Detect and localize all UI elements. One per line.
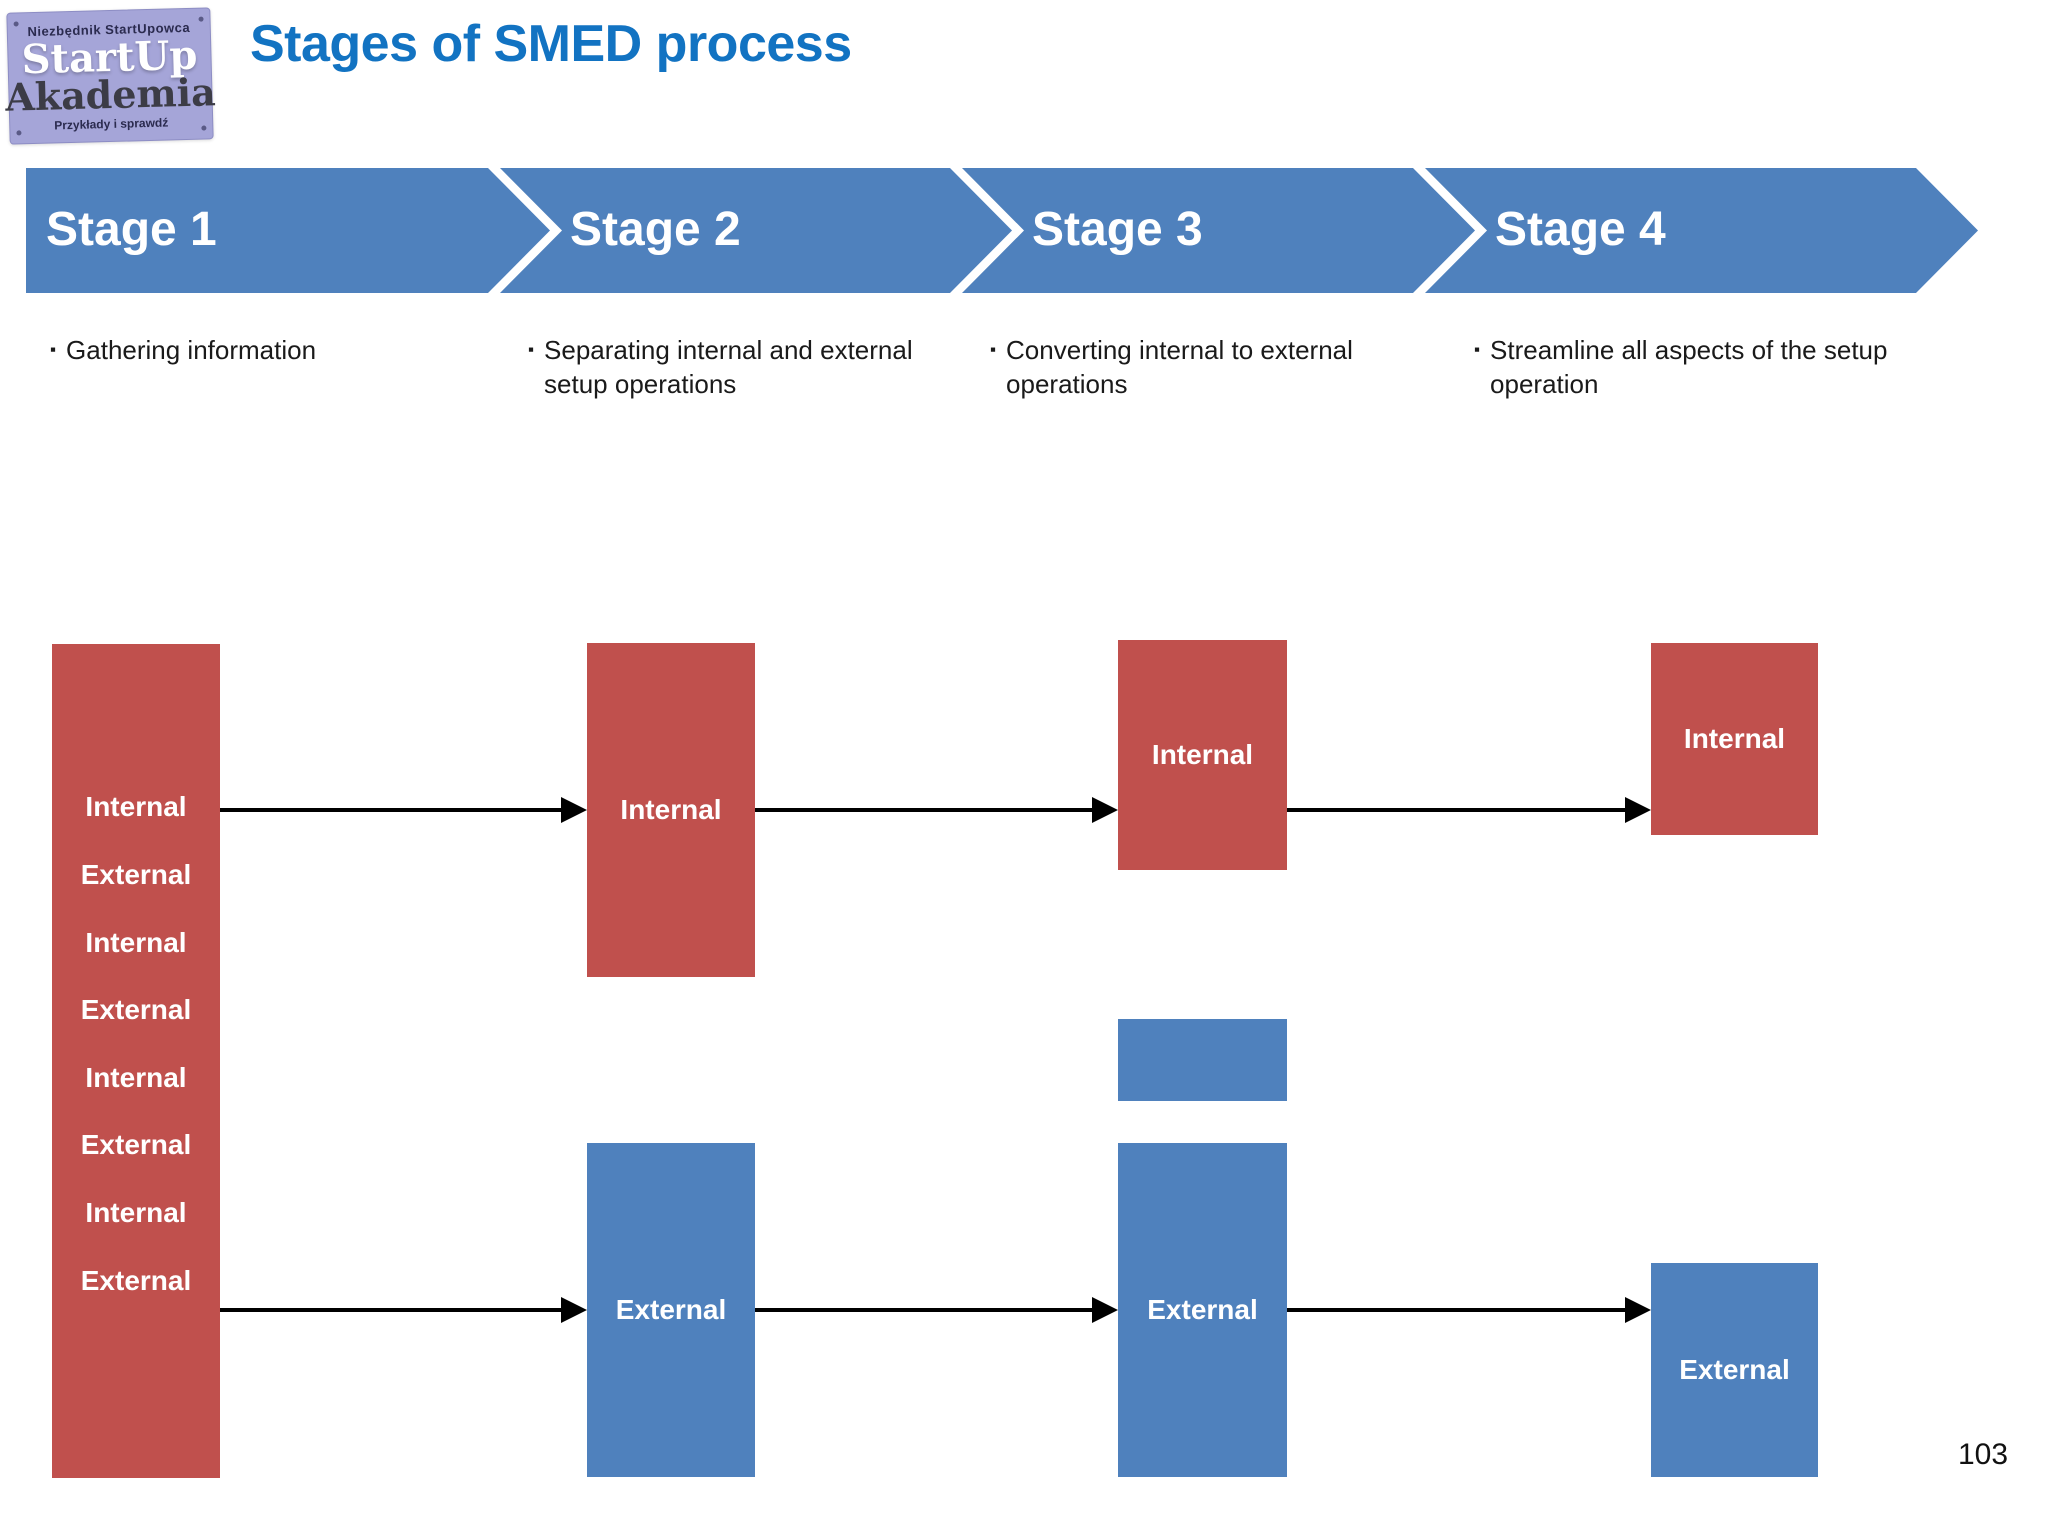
stage4-chevron-shape bbox=[1425, 168, 1978, 293]
flow-arrow-internal-1to2 bbox=[220, 808, 561, 812]
stage3-converted-block bbox=[1118, 1019, 1287, 1101]
bullet-square-icon: ▪ bbox=[1474, 340, 1481, 359]
stage-4-label: Stage 4 bbox=[1495, 203, 1666, 256]
bullet-square-icon: ▪ bbox=[990, 340, 997, 359]
stage-4-bullet: ▪ Streamline all aspects of the setup op… bbox=[1474, 335, 1888, 399]
bullet-square-icon: ▪ bbox=[50, 340, 57, 359]
stack-label-internal: Internal bbox=[85, 791, 187, 822]
stage-2-label: Stage 2 bbox=[570, 203, 741, 256]
stage2-chevron-shape bbox=[500, 168, 1012, 293]
startup-akademia-logo: Niezbędnik StartUpowca StartUp Akademia … bbox=[4, 7, 217, 145]
stage2-internal-block: Internal bbox=[587, 643, 755, 977]
stage3-internal-block: Internal bbox=[1118, 640, 1287, 870]
stack-label-internal: Internal bbox=[85, 1062, 187, 1093]
stage-3-label: Stage 3 bbox=[1032, 203, 1203, 256]
stage-1-label: Stage 1 bbox=[46, 203, 217, 256]
flow-arrow-external-1to2 bbox=[220, 1308, 561, 1312]
stage2-external-block: External bbox=[587, 1143, 755, 1477]
stack-label-external: External bbox=[80, 859, 192, 890]
stage-banner bbox=[26, 168, 1978, 293]
page-title: Stages of SMED process bbox=[250, 15, 852, 73]
stage4-internal-block: Internal bbox=[1651, 643, 1818, 835]
logo-name-akademia: Akademia bbox=[4, 68, 217, 120]
bullet-square-icon: ▪ bbox=[528, 340, 535, 359]
stage1-mixed-operations-block: Internal External Internal External Inte… bbox=[52, 644, 220, 1478]
logo-corner-mark bbox=[13, 21, 19, 27]
flow-arrow-internal-2to3 bbox=[755, 808, 1092, 812]
flow-arrow-external-2to3 bbox=[755, 1308, 1092, 1312]
stage4-external-block: External bbox=[1651, 1263, 1818, 1477]
stack-label-external: External bbox=[80, 1129, 192, 1160]
flow-arrow-internal-3to4 bbox=[1287, 808, 1625, 812]
logo-tagline-bottom: Przykłady i sprawdź bbox=[54, 114, 169, 132]
flow-arrow-external-3to4 bbox=[1287, 1308, 1625, 1312]
stack-label-internal: Internal bbox=[85, 927, 187, 958]
stage3-external-block: External bbox=[1118, 1143, 1287, 1477]
page-number: 103 bbox=[1958, 1438, 2009, 1471]
logo-corner-mark bbox=[198, 16, 204, 22]
stage-1-bullet: ▪ Gathering information bbox=[50, 335, 317, 365]
logo-corner-mark bbox=[201, 125, 207, 131]
stack-label-external: External bbox=[80, 994, 192, 1025]
stage1-chevron-shape bbox=[26, 168, 550, 293]
logo-corner-mark bbox=[16, 130, 22, 136]
stage-2-bullet: ▪ Separating internal and external setup… bbox=[528, 335, 913, 399]
stage3-chevron-shape bbox=[962, 168, 1475, 293]
stack-label-external: External bbox=[80, 1265, 192, 1296]
stack-label-internal: Internal bbox=[85, 1197, 187, 1228]
stage-3-bullet: ▪ Converting internal to external operat… bbox=[990, 335, 1353, 399]
